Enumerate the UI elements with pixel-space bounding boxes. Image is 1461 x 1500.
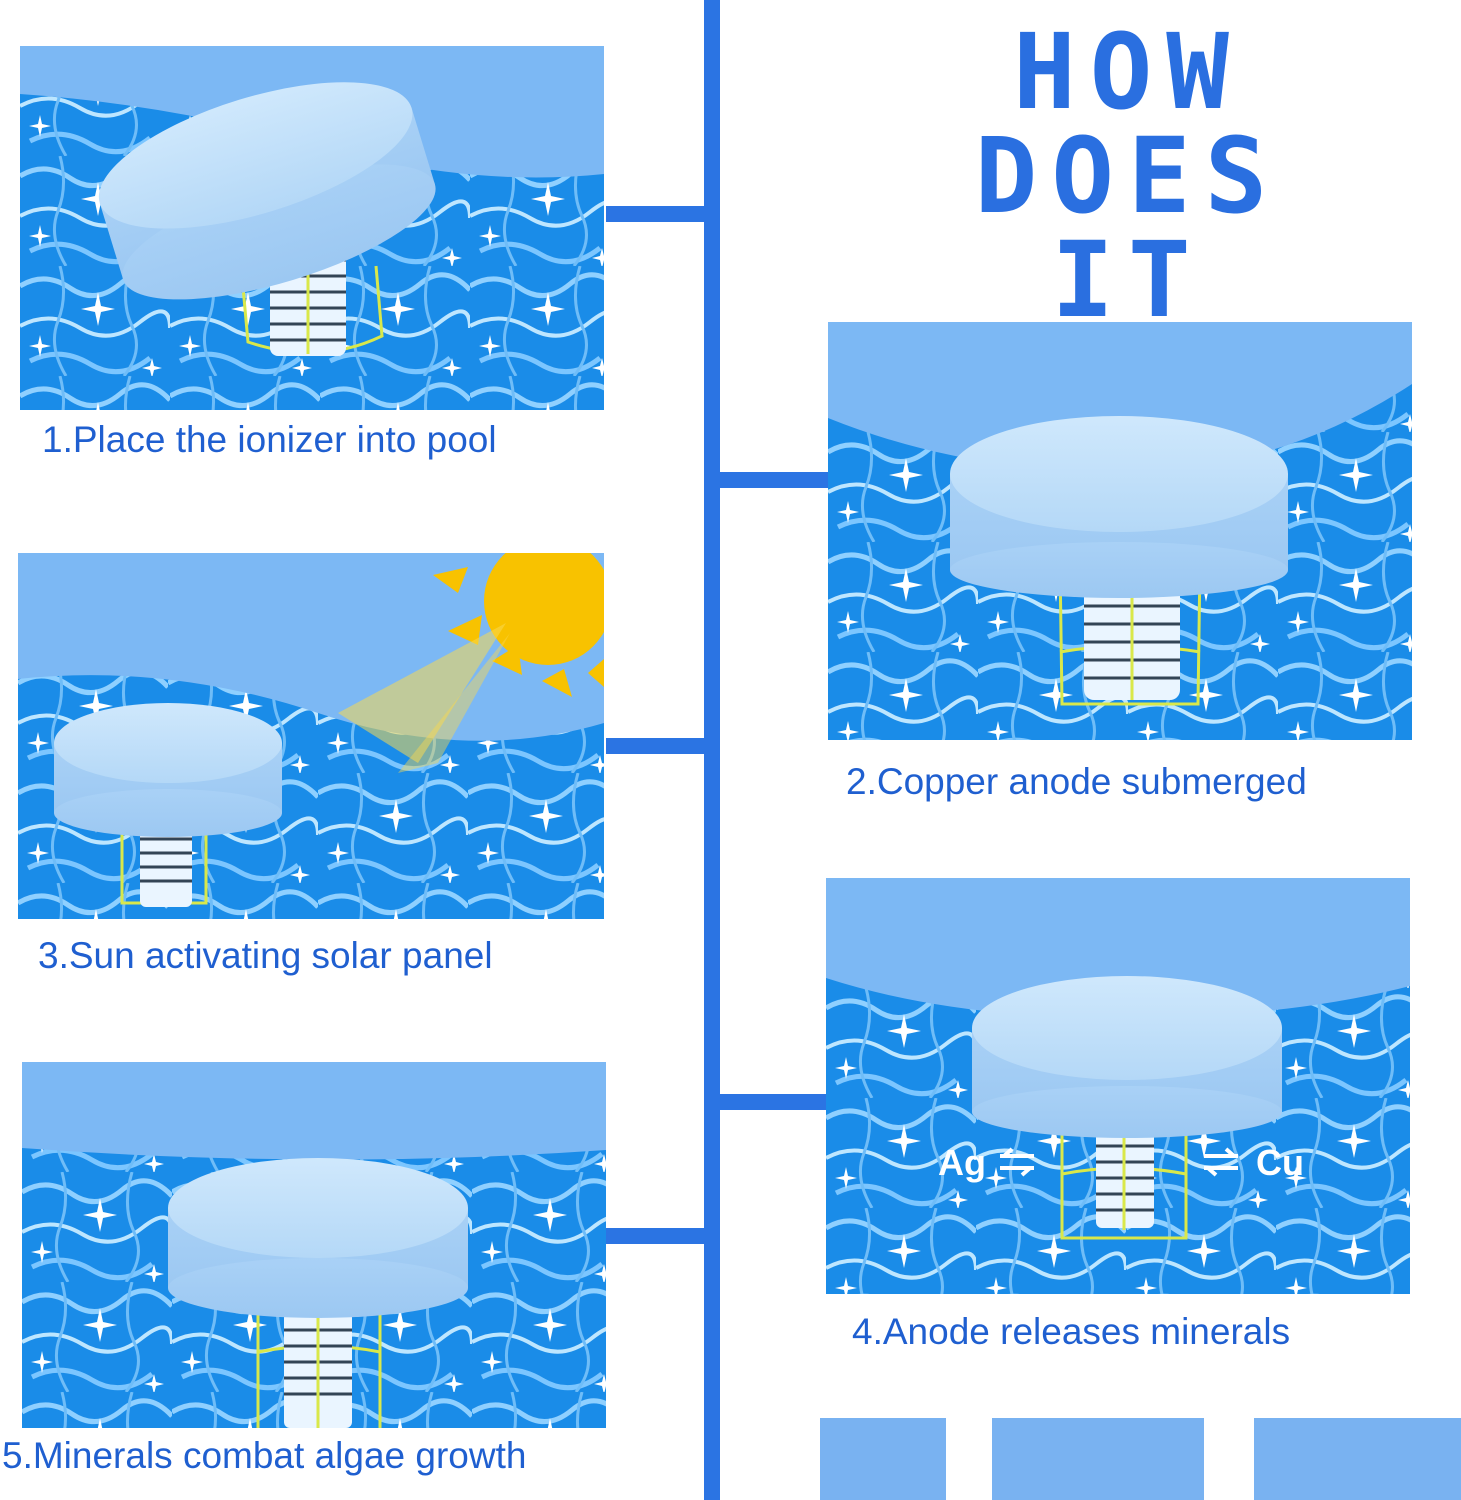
sun-icon (338, 553, 604, 773)
connector-step-1 (606, 206, 710, 222)
ionizer-icon (168, 1158, 468, 1428)
ion-arrows-right-icon (1204, 1147, 1238, 1177)
decorative-swatch-1 (820, 1418, 946, 1500)
step-2-illustration (828, 322, 1412, 740)
decorative-swatch-3 (1254, 1418, 1461, 1500)
ionizer-icon (98, 82, 436, 356)
step-2-caption: 2.Copper anode submerged (846, 761, 1307, 802)
ion-label-silver: Ag (938, 1142, 986, 1183)
decorative-swatch-2 (992, 1418, 1204, 1500)
connector-step-4 (716, 1094, 828, 1110)
step-4-caption: 4.Anode releases minerals (852, 1311, 1291, 1352)
step-3-illustration (18, 553, 604, 919)
step-1-caption: 1.Place the ionizer into pool (42, 419, 497, 460)
ionizer-icon (972, 976, 1282, 1240)
ionizer-icon (950, 416, 1288, 706)
timeline-spine (704, 0, 720, 1500)
connector-step-5 (606, 1228, 710, 1244)
ionizer-icon (54, 703, 282, 907)
step-5-caption: 5.Minerals combat algae growth (2, 1435, 527, 1476)
connector-step-2 (716, 472, 828, 488)
connector-step-3 (606, 738, 710, 754)
step-1-illustration (20, 46, 604, 410)
step-3-caption: 3.Sun activating solar panel (38, 935, 493, 976)
step-4-illustration: Ag Cu (826, 878, 1410, 1294)
title-line-1: HOW DOES (974, 11, 1282, 237)
ion-arrows-left-icon (1000, 1147, 1034, 1177)
ion-label-copper: Cu (1256, 1142, 1304, 1183)
step-5-illustration (22, 1062, 606, 1428)
